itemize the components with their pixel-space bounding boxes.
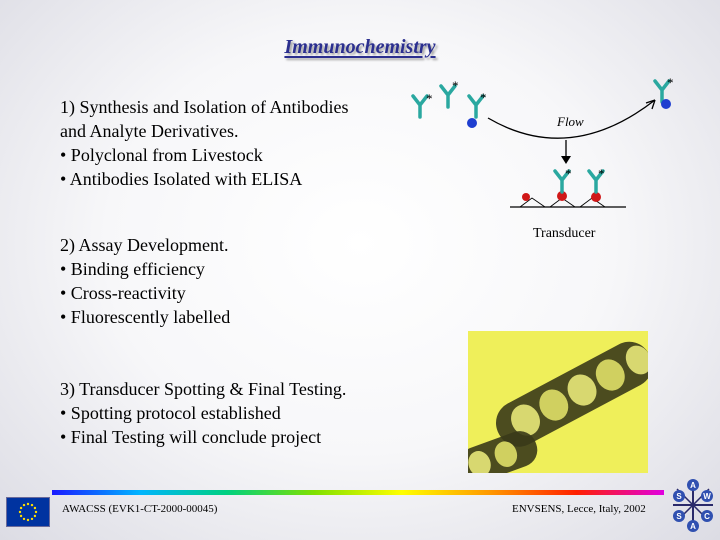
bullet-item: • Binding efficiency — [60, 259, 205, 279]
section-synthesis: 1) Synthesis and Isolation of Antibodies… — [60, 95, 348, 191]
section-transducer-spotting: 3) Transducer Spotting & Final Testing. … — [60, 377, 346, 449]
bullet-item: • Cross-reactivity — [60, 283, 186, 303]
analyte-red-icon — [591, 192, 601, 202]
immunoassay-diagram: * * * * Flow * * Transducer — [411, 75, 674, 241]
label-marker: * — [452, 78, 459, 93]
awacss-logo: A S W S C A — [673, 479, 713, 532]
logo-letter: A — [690, 522, 696, 531]
label-marker: * — [598, 166, 605, 181]
section-heading: 2) Assay Development. — [60, 235, 229, 255]
section-assay-development: 2) Assay Development. • Binding efficien… — [60, 233, 230, 329]
bullet-item: • Final Testing will conclude project — [60, 427, 322, 447]
bullet-item: • Spotting protocol established — [60, 403, 281, 423]
label-marker: * — [480, 90, 487, 105]
eu-star-icon — [22, 503, 26, 507]
label-marker: * — [667, 75, 674, 90]
logo-letter: A — [690, 481, 696, 490]
eu-star-icon — [30, 503, 34, 507]
eu-star-icon — [26, 518, 30, 522]
label-marker: * — [565, 166, 572, 181]
analyte-blue-icon — [467, 118, 477, 128]
eu-star-icon — [30, 517, 34, 521]
eu-star-icon — [33, 514, 37, 518]
flow-arrow — [487, 99, 656, 139]
label-marker: * — [426, 91, 433, 106]
antibody-icon — [411, 94, 429, 119]
eu-star-icon — [34, 510, 38, 514]
flow-label: Flow — [556, 114, 584, 129]
logo-letter: W — [703, 492, 711, 501]
eu-star-icon — [19, 514, 23, 518]
transducer-label: Transducer — [533, 226, 596, 241]
eu-star-icon — [33, 506, 37, 510]
eu-flag-icon — [6, 497, 50, 527]
section-heading: 1) Synthesis and Isolation of Antibodies — [60, 97, 349, 117]
eu-star-icon — [19, 506, 23, 510]
slide-title: Immunochemistry — [284, 36, 436, 58]
bullet-item: • Antibodies Isolated with ELISA — [60, 169, 303, 189]
bullet-item: • Fluorescently labelled — [60, 307, 231, 327]
microscope-photo — [468, 331, 648, 473]
analyte-red-icon — [522, 193, 530, 201]
footer-rainbow-bar — [52, 490, 664, 495]
logo-letter: S — [676, 512, 682, 521]
eu-star-icon — [22, 517, 26, 521]
analyte-red-icon — [557, 191, 567, 201]
eu-star-icon — [18, 510, 22, 514]
footer-conference: ENVSENS, Lecce, Italy, 2002 — [512, 503, 646, 515]
section-heading-continued: and Analyte Derivatives. — [60, 121, 239, 141]
analyte-blue-icon — [661, 99, 671, 109]
logo-letter: S — [676, 492, 682, 501]
footer-project-code: AWACSS (EVK1-CT-2000-00045) — [62, 503, 218, 515]
logo-letter: C — [704, 512, 710, 521]
eu-star-icon — [26, 502, 30, 506]
section-heading: 3) Transducer Spotting & Final Testing. — [60, 379, 347, 399]
bullet-item: • Polyclonal from Livestock — [60, 145, 263, 165]
